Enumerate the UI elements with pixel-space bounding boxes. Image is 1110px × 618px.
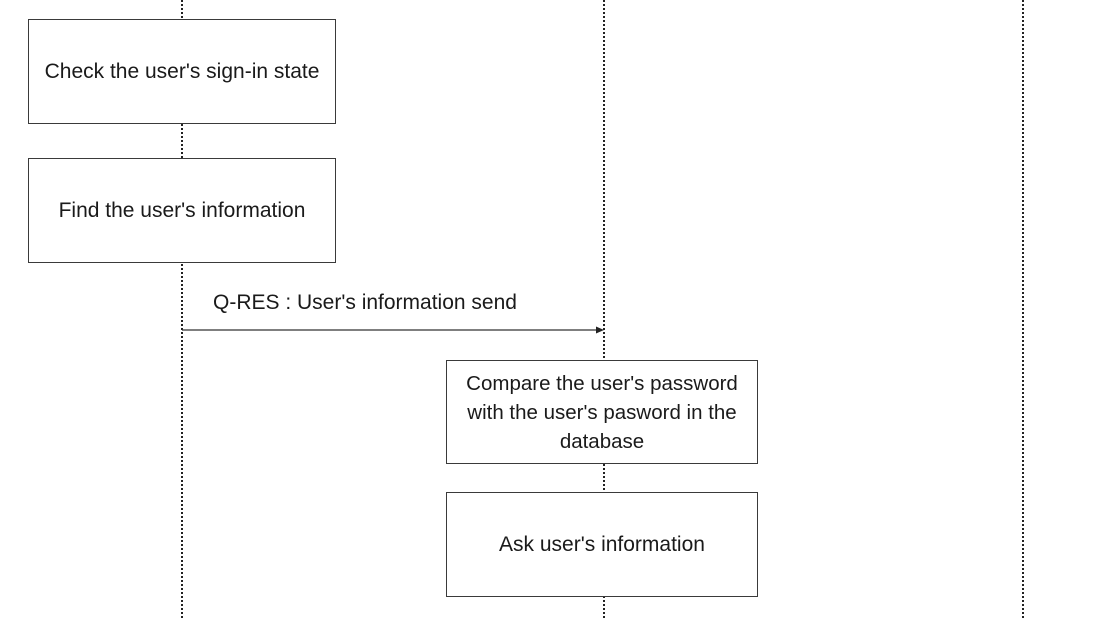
activity-text: Ask user's information — [499, 533, 705, 556]
activity-box-find-user-information: Find the user's information — [28, 158, 336, 263]
activity-text: Compare the user's password with the use… — [466, 371, 738, 453]
activity-box-check-sign-in-state: Check the user's sign-in state — [28, 19, 336, 124]
activity-box-compare-password: Compare the user's password with the use… — [446, 360, 758, 464]
message-label-q-res: Q-RES : User's information send — [213, 291, 517, 314]
activity-text: Find the user's information — [58, 199, 306, 222]
activity-text: Check the user's sign-in state — [44, 60, 320, 83]
lifeline-right — [1022, 0, 1024, 618]
lifeline-left — [181, 0, 183, 618]
activity-box-ask-user-information: Ask user's information — [446, 492, 758, 597]
lifeline-middle — [603, 0, 605, 618]
